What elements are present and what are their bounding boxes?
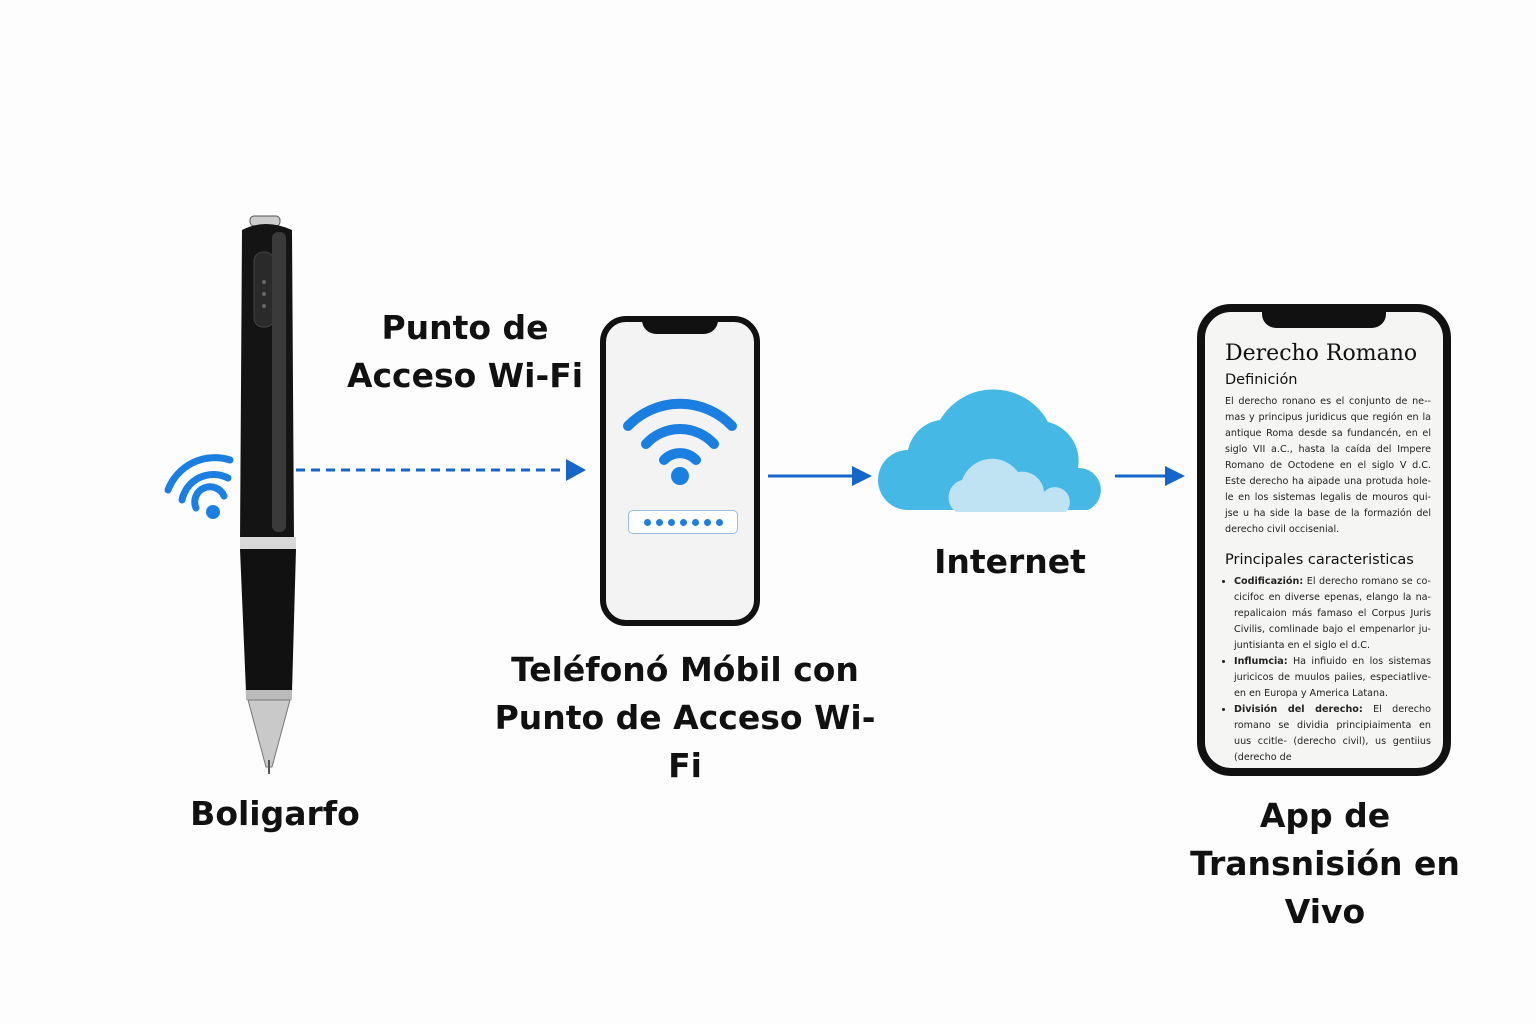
internet-label: Internet <box>934 542 1086 581</box>
password-field <box>628 510 738 534</box>
paragraph: El derecho ronano es el conjunto de ne--… <box>1225 396 1431 535</box>
wifi-icon <box>164 454 234 519</box>
pen-label: Boligarfo <box>190 794 360 833</box>
section-heading: Definición <box>1225 372 1298 388</box>
document-title: Derecho Romano <box>1225 341 1418 366</box>
list-item: Influmcia: Ha infiuido en los sistemas j… <box>1234 654 1431 702</box>
phone-label-line1: Teléfonó Móbil con <box>511 650 859 689</box>
wifi-icon <box>623 398 737 485</box>
cloud-icon <box>878 389 1101 512</box>
smartphone-icon: Derecho Romano Definición El derecho ron… <box>1197 304 1451 776</box>
hotspot-label-line1: Punto de <box>381 308 549 347</box>
live-stream-screen: Derecho Romano Definición El derecho ron… <box>1225 341 1431 766</box>
section-heading: Principales caracteristicas <box>1225 552 1414 568</box>
phone-label-line2: Punto de Acceso Wi-Fi <box>494 698 876 785</box>
app-label-line2: Transnisión en Vivo <box>1190 844 1460 931</box>
arrow-to-internet <box>768 466 872 486</box>
list-item: División del derecho: El derecho romano … <box>1234 702 1431 766</box>
hotspot-label-line2: Acceso Wi-Fi <box>346 356 584 395</box>
app-label-line1: App de <box>1259 796 1391 835</box>
spy-pen-icon <box>240 215 296 774</box>
arrow-to-app <box>1115 466 1185 486</box>
wireless-link-arrow <box>296 459 586 481</box>
list-item: Codificazión: El derecho romano se co- c… <box>1234 574 1431 654</box>
smartphone-icon <box>600 316 760 626</box>
